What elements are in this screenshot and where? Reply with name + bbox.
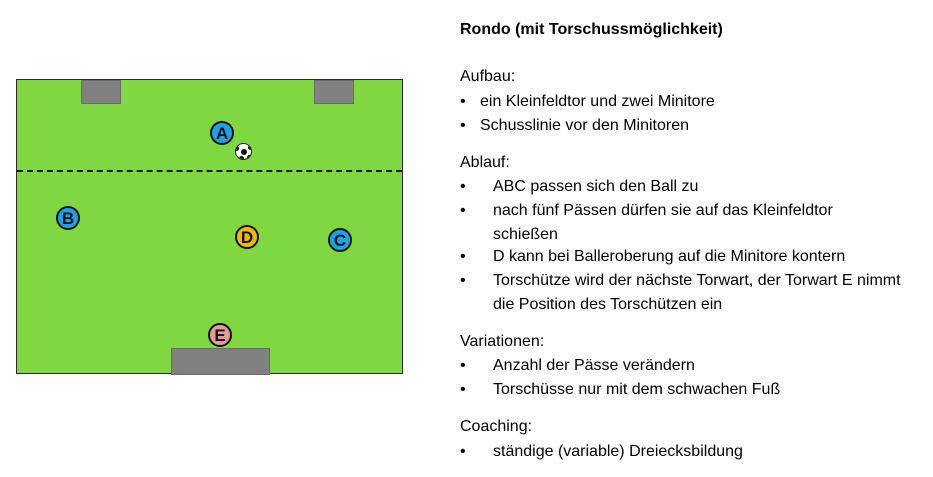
- bullet: •: [460, 381, 466, 398]
- bullet: •: [460, 272, 466, 289]
- aufbau-item-2: Schusslinie vor den Minitoren: [480, 117, 689, 134]
- ablauf-item-4: Torschütze wird der nächste Torwart, der…: [493, 272, 901, 313]
- bullet: •: [460, 117, 466, 134]
- aufbau-heading: Aufbau:: [460, 68, 516, 85]
- small-field-goal: [171, 348, 270, 375]
- player-d: D: [235, 225, 259, 249]
- shooting-line: [17, 170, 402, 172]
- variationen-item-1: Anzahl der Pässe verändern: [493, 357, 695, 374]
- bullet: •: [460, 248, 466, 265]
- bullet: •: [460, 202, 466, 219]
- goalkeeper-e: E: [208, 323, 232, 347]
- drill-title: Rondo (mit Torschussmöglichkeit): [460, 21, 723, 38]
- variationen-heading: Variationen:: [460, 333, 545, 350]
- minigoal-left: [81, 80, 121, 104]
- ablauf-item-1: ABC passen sich den Ball zu: [493, 178, 699, 195]
- variationen-item-2: Torschüsse nur mit dem schwachen Fuß: [493, 381, 781, 398]
- ball-icon: [235, 143, 252, 160]
- player-b: B: [56, 206, 80, 230]
- player-a: A: [210, 121, 234, 145]
- aufbau-item-1: ein Kleinfeldtor und zwei Minitore: [480, 93, 715, 110]
- bullet: •: [460, 443, 466, 460]
- coaching-heading: Coaching:: [460, 418, 533, 435]
- bullet: •: [460, 93, 466, 110]
- pitch: A B D C E: [16, 79, 403, 375]
- ablauf-item-3: D kann bei Balleroberung auf die Minitor…: [493, 248, 846, 265]
- bullet: •: [460, 357, 466, 374]
- ablauf-item-2: nach fünf Pässen dürfen sie auf das Klei…: [493, 202, 833, 243]
- ablauf-heading: Ablauf:: [460, 154, 510, 171]
- minigoal-right: [314, 80, 354, 104]
- player-c: C: [328, 228, 352, 252]
- bullet: •: [460, 178, 466, 195]
- coaching-item-1: ständige (variable) Dreiecksbildung: [493, 443, 743, 460]
